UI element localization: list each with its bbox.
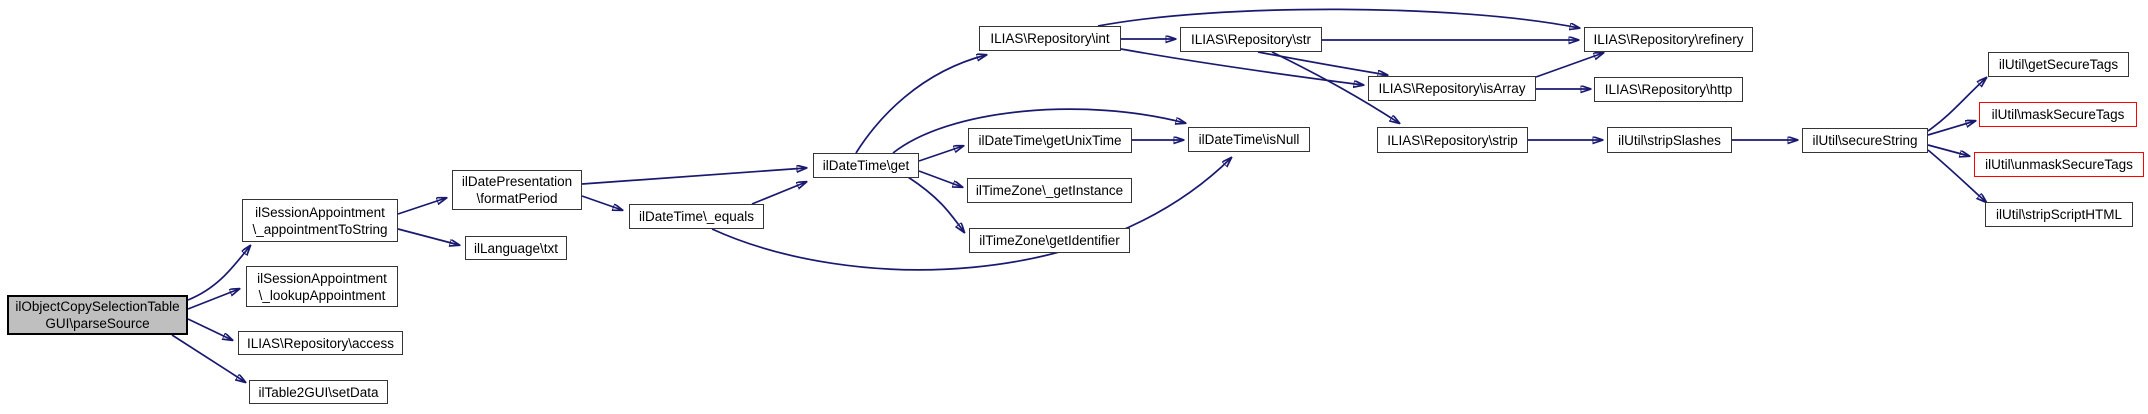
edge-str-to-is-array (1257, 51, 1387, 75)
edge-appointment-to-string-to-format-period (397, 198, 446, 215)
node-lookup-appointment-line1: ilSessionAppointment (257, 270, 387, 286)
edge-equals-to-is-null (711, 158, 1231, 271)
edge-secure-string-to-mask-secure-tags (1927, 121, 1975, 136)
node-is-array-label: ILIAS\Repository\isArray (1378, 81, 1526, 96)
node-secure-string[interactable]: ilUtil\secureString (1802, 128, 1928, 153)
node-get-identifier-label: ilTimeZone\getIdentifier (979, 233, 1120, 248)
node-is-array[interactable]: ILIAS\Repository\isArray (1368, 76, 1536, 101)
node-get-unix-time-label: ilDateTime\getUnixTime (978, 133, 1122, 148)
node-strip-slashes[interactable]: ilUtil\stripSlashes (1607, 127, 1732, 153)
edge-secure-string-to-unmask-secure-tags (1927, 144, 1969, 156)
node-get-instance-label: ilTimeZone\_getInstance (975, 183, 1124, 198)
edge-get-to-get-instance (918, 170, 962, 187)
edge-get-to-get-identifier (907, 176, 964, 232)
node-refinery-label: ILIAS\Repository\refinery (1593, 32, 1744, 47)
node-access-label: ILIAS\Repository\access (246, 335, 395, 351)
node-get-label: ilDateTime\get (822, 158, 910, 173)
edge-parse-source-to-set-data (171, 334, 245, 382)
edge-secure-string-to-strip-script-html (1927, 149, 1986, 202)
edge-format-period-to-equals (581, 195, 622, 210)
edge-get-to-int (855, 55, 986, 154)
node-txt[interactable]: ilLanguage\txt (465, 236, 567, 260)
edge-equals-to-get (751, 182, 806, 205)
edge-get-to-get-unix-time (918, 146, 963, 162)
node-secure-string-label: ilUtil\secureString (1812, 133, 1918, 148)
node-txt-label: ilLanguage\txt (473, 240, 559, 256)
node-equals-label: ilDateTime\_equals (638, 209, 755, 224)
edge-format-period-to-get (581, 168, 806, 185)
node-str-label: ILIAS\Repository\str (1190, 32, 1312, 47)
edge-is-array-to-refinery (1535, 53, 1603, 78)
node-is-null-label: ilDateTime\isNull (1198, 132, 1300, 147)
node-get-unix-time[interactable]: ilDateTime\getUnixTime (968, 128, 1132, 153)
node-set-data[interactable]: ilTable2GUI\setData (249, 380, 388, 404)
node-unmask-secure-tags-label: ilUtil\unmaskSecureTags (1985, 157, 2133, 172)
node-format-period[interactable]: ilDatePresentation \formatPeriod (452, 170, 582, 210)
node-get-identifier[interactable]: ilTimeZone\getIdentifier (969, 228, 1130, 253)
node-access[interactable]: ILIAS\Repository\access (238, 331, 403, 355)
node-parse-source: ilObjectCopySelectionTable GUI\parseSour… (7, 295, 188, 335)
node-get-secure-tags[interactable]: ilUtil\getSecureTags (1988, 52, 2129, 77)
node-set-data-label: ilTable2GUI\setData (258, 384, 379, 400)
edge-str-to-strip (1271, 51, 1399, 123)
node-equals[interactable]: ilDateTime\_equals (629, 204, 764, 229)
edge-parse-source-to-lookup-appointment (187, 289, 239, 310)
node-mask-secure-tags[interactable]: ilUtil\maskSecureTags (1979, 102, 2137, 127)
edge-get-to-is-null (892, 108, 1185, 154)
node-lookup-appointment[interactable]: ilSessionAppointment \_lookupAppointment (246, 266, 398, 307)
node-strip-script-html-label: ilUtil\stripScriptHTML (1995, 207, 2122, 222)
node-format-period-line1: ilDatePresentation (461, 174, 573, 189)
edge-appointment-to-string-to-txt (397, 228, 459, 245)
node-parse-source-line1: ilObjectCopySelectionTable (15, 299, 180, 314)
edge-parse-source-to-appointment-to-string (187, 246, 250, 301)
node-get-instance[interactable]: ilTimeZone\_getInstance (967, 178, 1132, 203)
edge-int-to-refinery (1097, 8, 1579, 28)
edge-int-to-is-array (1120, 48, 1363, 85)
node-get[interactable]: ilDateTime\get (813, 153, 919, 178)
node-strip-label: ILIAS\Repository\strip (1387, 132, 1518, 148)
node-unmask-secure-tags[interactable]: ilUtil\unmaskSecureTags (1974, 152, 2144, 177)
node-http-label: ILIAS\Repository\http (1604, 82, 1733, 97)
node-is-null[interactable]: ilDateTime\isNull (1188, 127, 1310, 152)
node-int-label: ILIAS\Repository\int (990, 31, 1110, 46)
node-strip-slashes-label: ilUtil\stripSlashes (1618, 132, 1721, 148)
node-mask-secure-tags-label: ilUtil\maskSecureTags (1991, 107, 2125, 122)
node-parse-source-line2: GUI\parseSource (45, 316, 150, 331)
node-appointment-to-string-line2: \_appointmentToString (252, 221, 388, 237)
node-get-secure-tags-label: ilUtil\getSecureTags (1998, 57, 2119, 72)
node-refinery[interactable]: ILIAS\Repository\refinery (1584, 27, 1753, 52)
node-appointment-to-string[interactable]: ilSessionAppointment \_appointmentToStri… (242, 199, 398, 242)
node-lookup-appointment-line2: \_lookupAppointment (258, 287, 386, 303)
node-appointment-to-string-line1: ilSessionAppointment (255, 204, 385, 220)
node-strip[interactable]: ILIAS\Repository\strip (1377, 127, 1528, 153)
node-http[interactable]: ILIAS\Repository\http (1594, 77, 1743, 102)
node-strip-script-html[interactable]: ilUtil\stripScriptHTML (1985, 202, 2133, 227)
edge-secure-string-to-get-secure-tags (1927, 78, 1986, 132)
node-format-period-line2: \formatPeriod (476, 191, 558, 206)
node-int[interactable]: ILIAS\Repository\int (979, 26, 1121, 51)
edge-parse-source-to-access (187, 318, 232, 340)
node-str[interactable]: ILIAS\Repository\str (1180, 27, 1322, 52)
